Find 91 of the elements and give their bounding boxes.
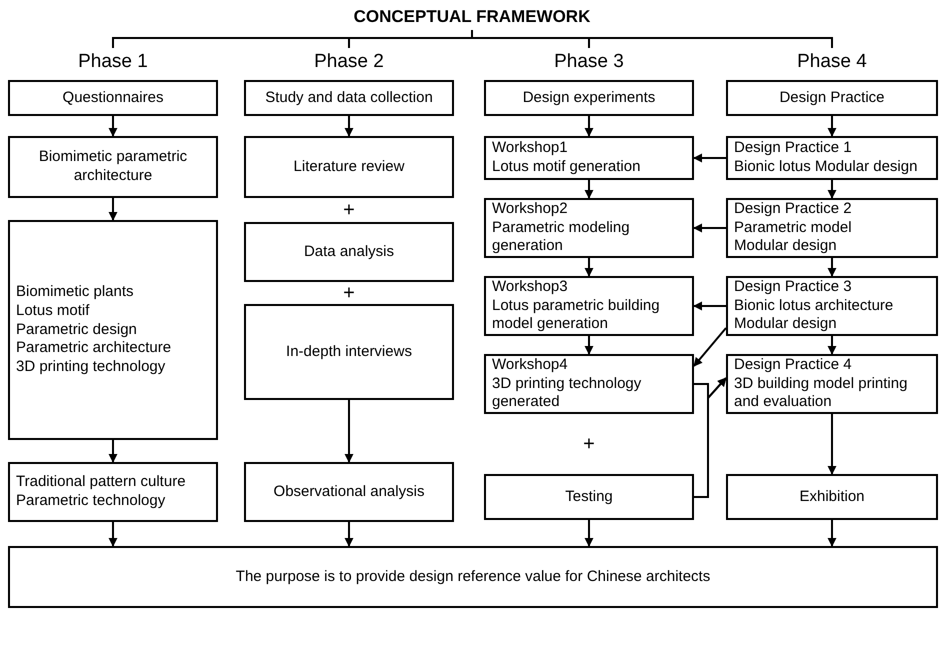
box-text: Biomimetic parametric architecture: [38, 148, 188, 186]
arrow: [344, 522, 354, 547]
arrow: [344, 116, 354, 137]
box-text: In-depth interviews: [286, 342, 412, 362]
box-text: Workshop2: [492, 200, 568, 219]
connector-line: [471, 30, 833, 48]
arrow: [584, 336, 594, 355]
box-text: Lotus motif: [16, 302, 90, 321]
box-text: Modular design: [734, 315, 837, 334]
arrow: [108, 198, 118, 221]
box-text: Parametric architecture: [16, 339, 172, 358]
box-text: Lotus motif generation: [492, 158, 640, 177]
box-text: Workshop4: [492, 356, 568, 375]
process-box: [8, 220, 218, 440]
process-box: [484, 136, 694, 180]
box-text: The purpose is to provide design reference value for Chinese architects: [236, 568, 710, 586]
box-text: Bionic lotus Modular design: [734, 158, 918, 177]
process-box: [244, 80, 454, 116]
process-box: [484, 474, 694, 520]
process-box: [8, 546, 938, 608]
phase-heading: Phase 4: [726, 48, 938, 76]
box-text: Literature review: [294, 158, 404, 176]
arrow: [693, 154, 726, 162]
plus-sign: +: [342, 281, 356, 305]
arrow: [584, 116, 594, 137]
arrow: [108, 522, 118, 547]
box-text: 3D building model printing and evaluation: [734, 374, 908, 412]
arrow: [694, 377, 727, 498]
box-text: Traditional pattern culture: [16, 473, 186, 492]
process-box: [484, 80, 694, 116]
process-box: [484, 276, 694, 336]
box-text: Parametric modeling generation: [492, 218, 631, 256]
box-text: 3D printing technology: [16, 358, 166, 377]
arrow: [828, 414, 836, 475]
process-box: [8, 462, 218, 522]
phase-heading: Phase 3: [484, 48, 694, 76]
arrow: [584, 520, 594, 547]
arrow: [828, 336, 836, 355]
arrow: [828, 520, 836, 547]
box-text: Design experiments: [522, 88, 656, 108]
process-box: [8, 80, 218, 116]
box-text: 3D printing technology generated: [492, 374, 642, 412]
arrow: [344, 400, 354, 463]
box-text: Testing: [565, 488, 613, 506]
process-box: [726, 474, 938, 520]
arrow: [584, 180, 594, 199]
box-text: Parametric technology: [16, 492, 166, 511]
box-text: Modular design: [734, 237, 837, 256]
process-box: [726, 198, 938, 258]
arrow: [828, 258, 836, 277]
process-box: [244, 136, 454, 198]
process-box: [244, 462, 454, 522]
box-text: Exhibition: [799, 488, 865, 506]
process-box: [726, 276, 938, 336]
plus-sign: +: [342, 198, 356, 222]
box-text: Parametric model: [734, 218, 852, 238]
arrow: [693, 327, 727, 367]
box-text: Lotus parametric building model generation: [492, 296, 661, 334]
box-text: Data analysis: [304, 242, 394, 262]
box-text: Bionic lotus architecture: [734, 296, 894, 316]
box-text: Design Practice 4: [734, 356, 852, 375]
phase-heading: Phase 1: [8, 48, 218, 76]
box-text: Design Practice 3: [734, 278, 852, 297]
process-box: [244, 304, 454, 400]
box-text: Design Practice 1: [734, 139, 852, 158]
arrow: [108, 116, 118, 137]
arrow: [584, 258, 594, 277]
box-text: Design Practice: [779, 88, 885, 108]
diagram-title: CONCEPTUAL FRAMEWORK: [322, 4, 622, 30]
process-box: [726, 136, 938, 180]
process-box: [726, 80, 938, 116]
box-text: Questionnaires: [62, 88, 164, 108]
box-text: Observational analysis: [274, 482, 424, 502]
box-text: Parametric design: [16, 320, 137, 340]
box-text: Workshop1: [492, 139, 568, 158]
box-text: Study and data collection: [265, 88, 433, 108]
process-box: [726, 354, 938, 414]
arrow: [108, 440, 118, 463]
arrow: [693, 302, 726, 310]
box-text: Design Practice 2: [734, 200, 852, 219]
process-box: [484, 354, 694, 414]
process-box: [484, 198, 694, 258]
arrow: [828, 180, 836, 199]
process-box: [244, 222, 454, 282]
process-box: [8, 136, 218, 198]
box-text: Biomimetic plants: [16, 283, 134, 302]
phase-heading: Phase 2: [244, 48, 454, 76]
box-text: Workshop3: [492, 278, 568, 297]
arrow: [693, 224, 726, 232]
plus-sign: +: [582, 432, 596, 456]
arrow: [828, 116, 836, 137]
